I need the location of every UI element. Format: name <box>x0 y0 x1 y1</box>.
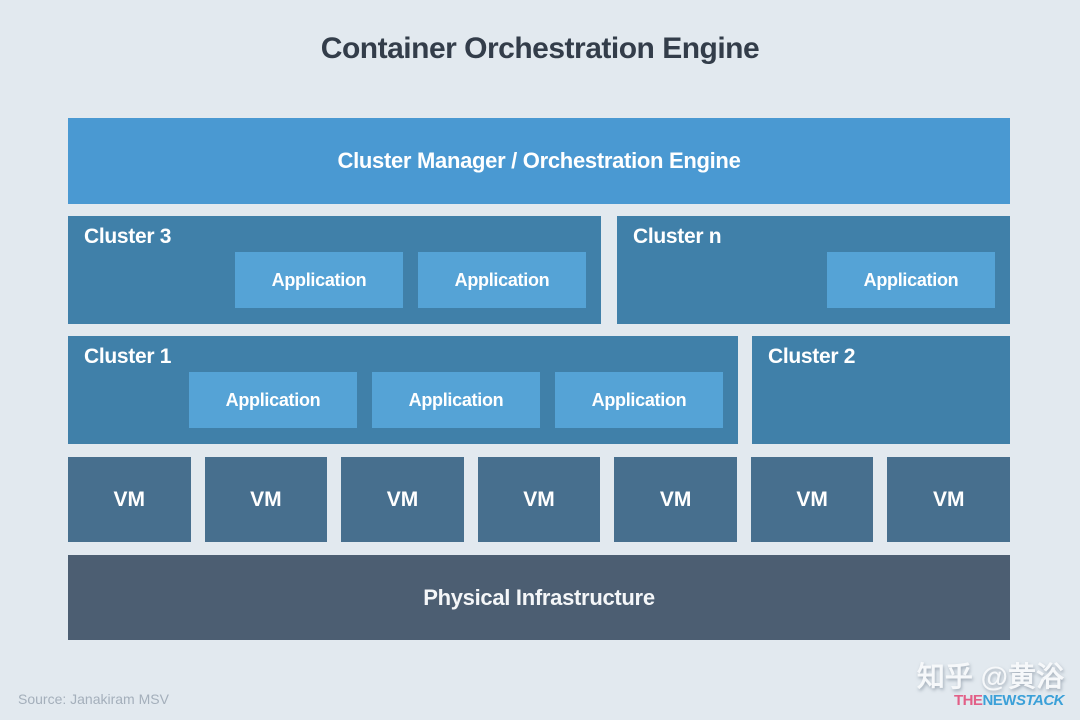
logo-new: NEW <box>982 692 1016 709</box>
application-box: Application <box>372 372 540 428</box>
thenewstack-logo: THENEWSTACK <box>917 692 1065 710</box>
cluster-label: Cluster 2 <box>768 345 856 368</box>
cluster-manager-bar: Cluster Manager / Orchestration Engine <box>68 118 1010 204</box>
vm-box: VM <box>68 457 191 542</box>
cluster-box-cluster-3: Cluster 3 Application Application <box>68 216 601 324</box>
application-box: Application <box>827 252 995 308</box>
cluster-box-cluster-2: Cluster 2 <box>752 336 1010 444</box>
cluster-row-bottom: Cluster 1 Application Application Applic… <box>68 336 1010 444</box>
watermark-block: 知乎 @黄浴 THENEWSTACK <box>916 661 1065 710</box>
vm-box: VM <box>614 457 737 542</box>
application-box: Application <box>418 252 586 308</box>
logo-the: THE <box>953 692 983 709</box>
vm-box: VM <box>204 457 328 542</box>
cluster-row-top: Cluster 3 Application Application Cluste… <box>68 216 1010 324</box>
cluster-label: Cluster 3 <box>84 225 172 248</box>
application-group: Application Application <box>235 252 586 308</box>
cluster-label: Cluster 1 <box>84 345 172 368</box>
logo-stack: STACK <box>1015 692 1065 709</box>
application-box: Application <box>189 372 357 428</box>
vm-box: VM <box>341 457 464 542</box>
vm-row: VM VM VM VM VM VM VM <box>68 457 1011 542</box>
page-title: Container Orchestration Engine <box>320 32 760 65</box>
zhihu-watermark: 知乎 @黄浴 <box>916 661 1064 693</box>
vm-box: VM <box>750 457 874 542</box>
physical-infrastructure-bar: Physical Infrastructure <box>68 555 1010 640</box>
application-box: Application <box>235 252 403 308</box>
application-group: Application Application Application <box>189 372 723 428</box>
application-box: Application <box>555 372 723 428</box>
application-group: Application <box>827 252 995 308</box>
cluster-label: Cluster n <box>633 225 722 248</box>
vm-box: VM <box>887 457 1011 542</box>
source-credit: Source: Janakiram MSV <box>18 691 169 707</box>
cluster-box-cluster-n: Cluster n Application <box>617 216 1010 324</box>
cluster-box-cluster-1: Cluster 1 Application Application Applic… <box>68 336 738 444</box>
vm-box: VM <box>477 457 601 542</box>
orchestration-diagram: Cluster Manager / Orchestration Engine C… <box>68 118 1011 640</box>
